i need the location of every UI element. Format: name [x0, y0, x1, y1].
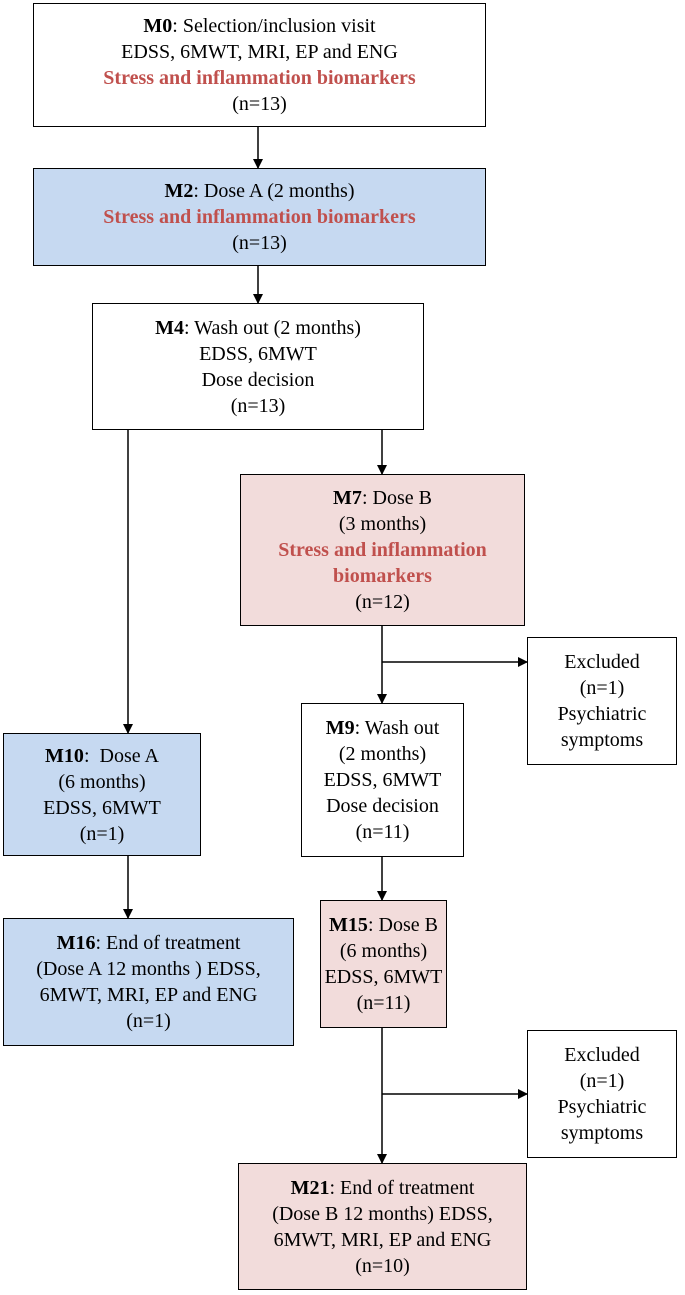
node-m21: M21: End of treatment (Dose B 12 months)… — [238, 1163, 527, 1290]
m2-code: M2 — [164, 180, 194, 202]
m10-title: : Dose A — [83, 744, 159, 767]
node-m2: M2: Dose A (2 months) Stress and inflamm… — [33, 168, 486, 266]
m16-count: (n=1) — [126, 1010, 171, 1032]
m4-decision: Dose decision — [201, 368, 315, 391]
m15-assessments: EDSS, 6MWT — [324, 966, 443, 988]
m2-biomarkers: Stress and inflammation biomarkers — [103, 206, 416, 228]
m9-code: M9 — [325, 717, 355, 739]
m9-title: : Wash out — [354, 717, 440, 739]
m0-biomarkers: Stress and inflammation biomarkers — [103, 67, 416, 89]
m4-code: M4 — [155, 316, 184, 339]
excluded1-label: Excluded — [564, 651, 640, 673]
node-m0: M0: Selection/inclusion visit EDSS, 6MWT… — [33, 3, 486, 127]
node-m7: M7: Dose B (3 months) Stress and inflamm… — [240, 474, 525, 626]
node-m16: M16: End of treatment (Dose A 12 months … — [3, 918, 294, 1046]
node-m4: M4: Wash out (2 months) EDSS, 6MWT Dose … — [92, 303, 424, 430]
m21-line3: 6MWT, MRI, EP and ENG — [273, 1228, 492, 1251]
excluded2-label: Excluded — [564, 1044, 640, 1066]
node-m10: M10: Dose A (6 months) EDSS, 6MWT (n=1) — [3, 733, 201, 856]
m9-decision: Dose decision — [326, 795, 439, 817]
m15-title: : Dose B — [367, 914, 438, 936]
m10-duration: (6 months) — [58, 770, 146, 793]
m15-duration: (6 months) — [339, 940, 428, 962]
m21-line2: (Dose B 12 months) EDSS, — [272, 1202, 493, 1225]
m16-line3: 6MWT, MRI, EP and ENG — [39, 984, 258, 1006]
m9-count: (n=11) — [355, 821, 410, 843]
m16-code: M16 — [56, 932, 96, 954]
m4-title: : Wash out (2 months) — [183, 316, 361, 339]
m15-code: M15 — [329, 914, 368, 936]
m4-assessments: EDSS, 6MWT — [199, 342, 317, 365]
m7-count: (n=12) — [355, 591, 410, 613]
m0-count: (n=13) — [232, 93, 287, 115]
m9-duration: (2 months) — [338, 743, 427, 765]
m7-code: M7 — [333, 487, 362, 509]
m10-assessments: EDSS, 6MWT — [43, 796, 161, 819]
m21-title: : End of treatment — [329, 1176, 475, 1199]
node-excluded-2: Excluded (n=1) Psychiatric symptoms — [527, 1030, 677, 1158]
m2-title: : Dose A (2 months) — [193, 180, 355, 202]
excluded1-count: (n=1) — [579, 677, 625, 699]
m2-count: (n=13) — [232, 232, 287, 254]
node-m15: M15: Dose B (6 months) EDSS, 6MWT (n=11) — [320, 900, 447, 1028]
excluded2-reason: Psychiatric symptoms — [557, 1096, 647, 1144]
m0-code: M0 — [143, 15, 173, 37]
m10-count: (n=1) — [79, 822, 125, 845]
node-excluded-1: Excluded (n=1) Psychiatric symptoms — [527, 637, 677, 765]
m0-title: : Selection/inclusion visit — [172, 15, 376, 37]
m9-assessments: EDSS, 6MWT — [323, 769, 442, 791]
excluded1-reason: Psychiatric symptoms — [557, 703, 647, 751]
m4-count: (n=13) — [230, 394, 286, 417]
m16-line2: (Dose A 12 months ) EDSS, — [36, 958, 261, 980]
m21-code: M21 — [290, 1176, 330, 1199]
m7-duration: (3 months) — [338, 513, 427, 535]
node-m9: M9: Wash out (2 months) EDSS, 6MWT Dose … — [301, 703, 464, 857]
excluded2-count: (n=1) — [579, 1070, 625, 1092]
m0-assessments: EDSS, 6MWT, MRI, EP and ENG — [121, 41, 398, 63]
m21-count: (n=10) — [355, 1254, 410, 1277]
m15-count: (n=11) — [356, 992, 411, 1014]
m16-title: : End of treatment — [95, 932, 241, 954]
m10-code: M10 — [45, 744, 84, 767]
m7-biomarkers: Stress and inflammation biomarkers — [278, 539, 487, 587]
m7-title: : Dose B — [361, 487, 432, 509]
